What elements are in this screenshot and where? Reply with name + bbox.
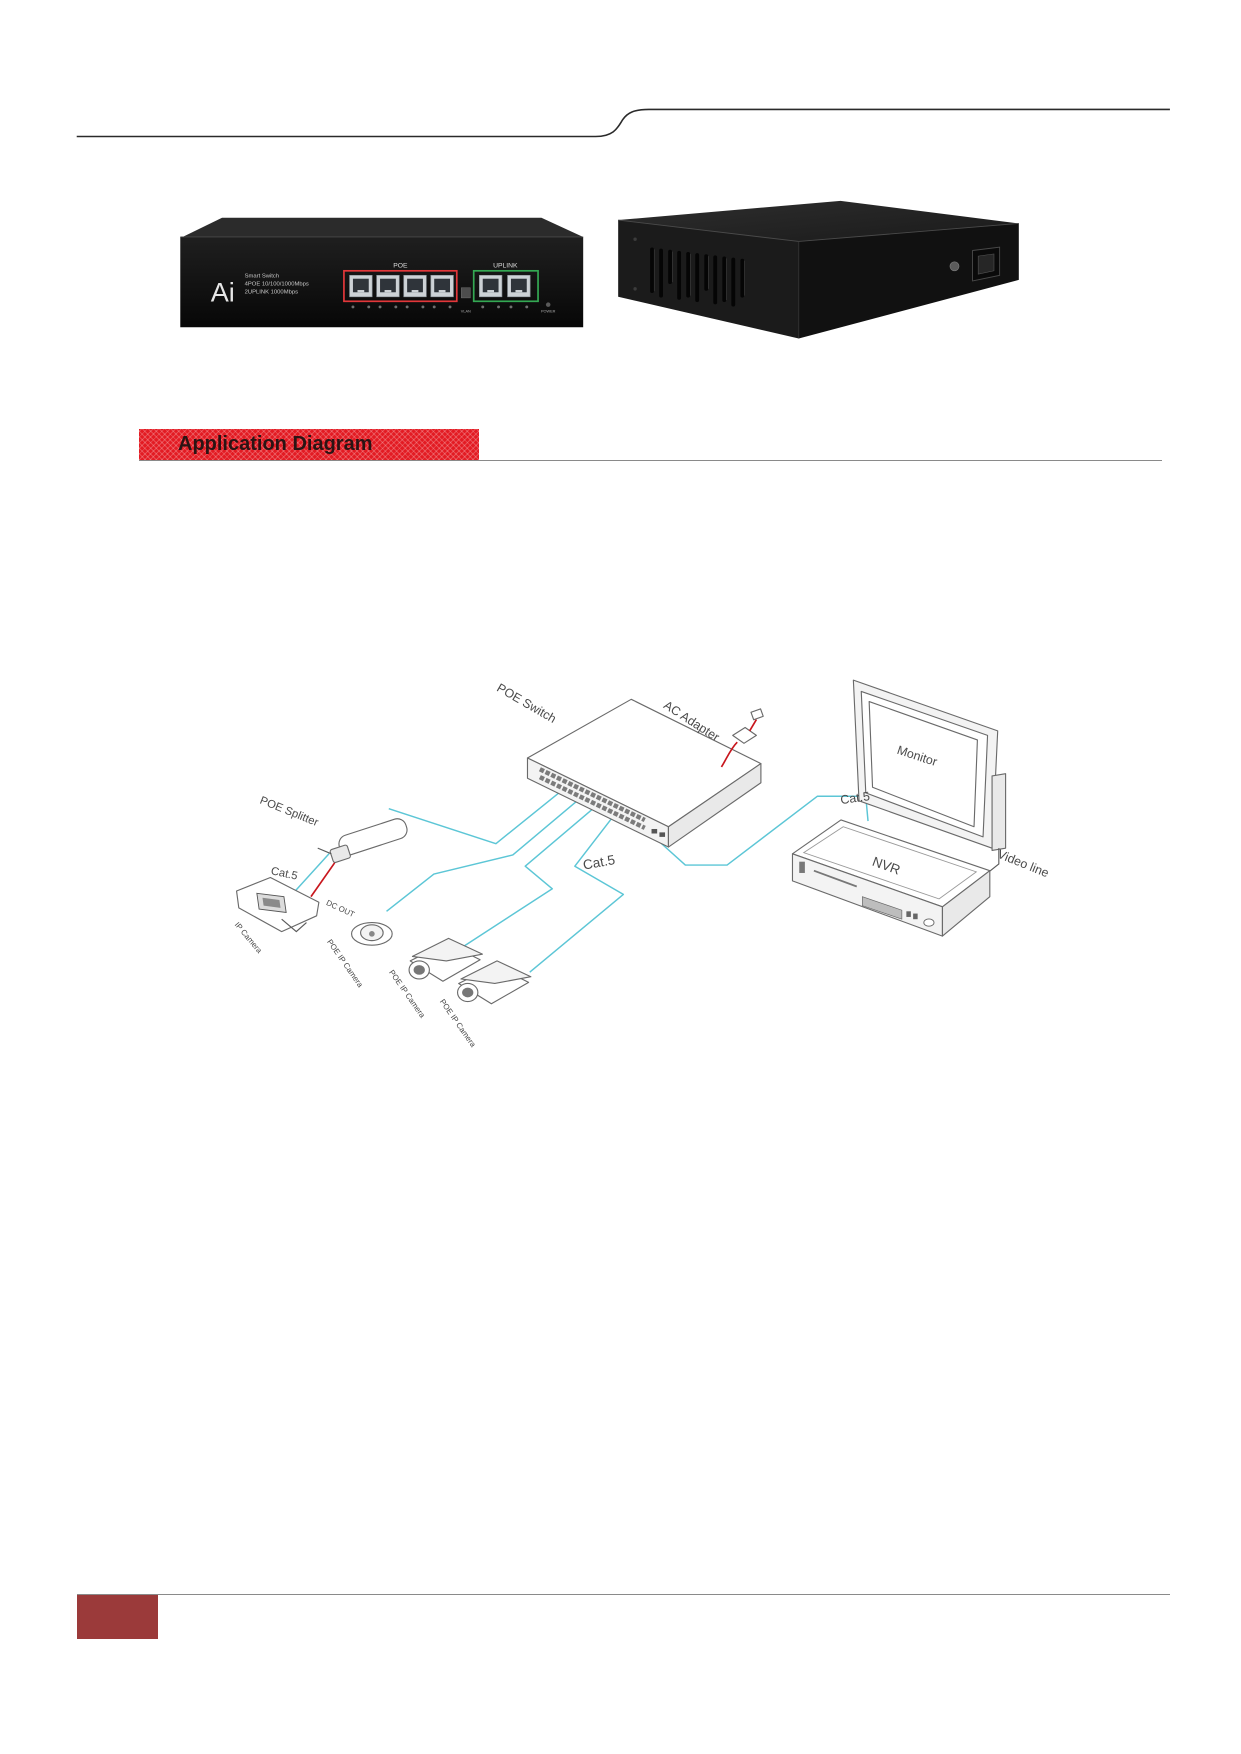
nvr-power-button (923, 918, 935, 927)
poe-switch (526, 698, 762, 848)
switch-port-row (538, 775, 646, 830)
monitor (852, 679, 1007, 851)
case-screw (633, 237, 637, 241)
camera-lens (262, 897, 281, 908)
vlan-label: VLAN (461, 310, 471, 314)
header-rule (76, 108, 1170, 138)
cat5-splitter-label: Cat.5 (270, 865, 299, 882)
application-diagram: POE Switch AC Adapter Monitor Video line (233, 679, 1051, 1049)
poe-switch-side (667, 763, 762, 848)
model-line-3: 2UPLINK 1000Mbps (245, 289, 298, 295)
nvr-usb-port (913, 913, 918, 920)
section-banner: Application Diagram (139, 429, 479, 460)
ac-plug (750, 708, 764, 721)
uplink-port (479, 274, 503, 298)
switch-back-view (618, 200, 1019, 339)
port-led-row (351, 305, 529, 309)
section-title: Application Diagram (178, 433, 373, 455)
poe-splitter-label: POE Splitter (258, 795, 320, 829)
footer-page-tab (77, 1595, 158, 1639)
dome-lens (369, 931, 375, 937)
cable-switch-to-dome-camera (386, 794, 585, 912)
header-curve-line (76, 108, 1170, 138)
poe-splitter (317, 818, 408, 863)
switch-sfp-port (651, 828, 658, 834)
nvr-top-inset (802, 826, 978, 900)
poe-port (349, 274, 373, 298)
power-socket-inlet (977, 253, 995, 275)
nvr (791, 819, 991, 937)
poe-port (430, 274, 454, 298)
uplink-group-label: UPLINK (493, 262, 518, 269)
vent-slots (650, 247, 745, 307)
switch-top-face (182, 217, 584, 237)
poe-group-label: POE (393, 262, 408, 269)
ip-camera-label: IP Camera (233, 920, 264, 955)
nvr-button-panel (862, 896, 903, 920)
product-photos: Ai Smart Switch 4POE 10/100/1000Mbps 2UP… (180, 200, 1019, 339)
nvr-usb-port (906, 911, 911, 917)
poe-ip-camera-bullet-2-label: POE IP Camera (438, 998, 478, 1049)
power-label: POWER (541, 310, 556, 314)
bullet-sunshade (411, 937, 483, 962)
ground-screw (949, 261, 960, 272)
ac-power-cable (720, 741, 738, 768)
power-led (545, 302, 551, 307)
model-line-2: 4POE 10/100/1000Mbps (245, 281, 309, 287)
uplink-port-frame (472, 269, 539, 303)
poe-port-frame (343, 269, 458, 303)
dome-camera (351, 922, 393, 946)
bullet-camera (457, 960, 532, 1005)
bullet-lens (462, 987, 474, 998)
video-line-cable (987, 848, 1000, 874)
ac-adapter (732, 726, 757, 744)
brand-logo: Ai (211, 276, 235, 307)
cable-switch-to-bullet-camera-1 (461, 802, 601, 949)
bullet-lens (413, 965, 425, 975)
cat5-nvr-label: Cat.5 (839, 789, 870, 807)
ip-camera (235, 876, 320, 933)
nvr-side (941, 870, 991, 937)
section-divider (139, 460, 1162, 461)
model-line-1: Smart Switch (245, 274, 280, 280)
poe-port (403, 274, 427, 298)
uplink-port (507, 274, 531, 298)
monitor-screen (868, 701, 978, 828)
dc-out-label: DC OUT (325, 898, 356, 919)
splitter-lead (317, 847, 332, 855)
monitor-stand (991, 773, 1007, 851)
bullet-camera (408, 937, 483, 982)
splitter-connector (329, 844, 351, 863)
poe-switch-label: POE Switch (494, 681, 558, 726)
vlan-switch (461, 287, 471, 299)
camera-mount (281, 918, 307, 933)
cat5-middle-label: Cat.5 (582, 852, 616, 872)
cable-switch-to-bullet-camera-2 (529, 811, 625, 973)
ac-adapter-cord (748, 719, 758, 732)
nvr-front-slot (813, 869, 858, 888)
bullet-sunshade (460, 960, 532, 985)
switch-front-view: Ai Smart Switch 4POE 10/100/1000Mbps 2UP… (180, 217, 584, 328)
vent-slot-highlights (653, 249, 745, 301)
cable-splitter-to-ip-camera (294, 853, 330, 892)
switch-sfp-port (659, 832, 666, 837)
footer-rule (77, 1594, 1170, 1595)
case-screw (633, 287, 637, 291)
dc-out-cable (310, 862, 336, 898)
poe-port (376, 274, 400, 298)
cable-switch-to-splitter (388, 786, 567, 845)
poe-ip-camera-dome-label: POE IP Camera (325, 938, 365, 990)
switch-port-row (538, 767, 646, 822)
back-rear-panel (798, 223, 1019, 339)
video-line-label: Video line (995, 847, 1051, 880)
nvr-disk-slot (799, 861, 805, 873)
